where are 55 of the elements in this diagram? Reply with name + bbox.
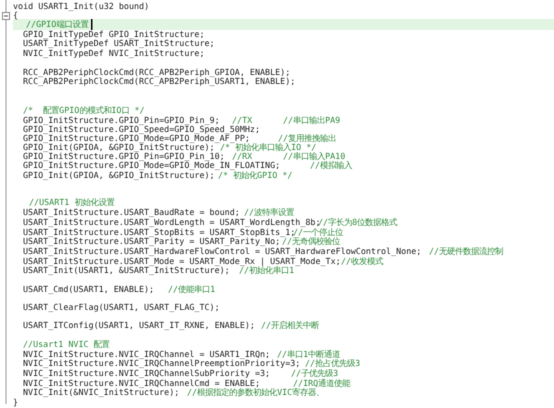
code-comment: //子优先级3 xyxy=(291,368,338,378)
code-comment: /* 初始化串口输入IO */ xyxy=(220,142,316,152)
code-line: USART_Cmd(USART1, ENABLE); xyxy=(23,284,154,294)
code-line: RCC_APB2PeriphClockCmd(RCC_APB2Periph_GPIOA, ENABLE); xyxy=(23,67,290,77)
code-comment: //GPIO端口设置 xyxy=(26,19,88,29)
code-comment: //使能串口1 xyxy=(168,284,216,294)
code-line: USART_ClearFlag(USART1, USART_FLAG_TC); xyxy=(23,302,220,312)
code-line: GPIO_InitStructure.GPIO_Mode=GPIO_Mode_IN_FLOATING; xyxy=(23,160,280,170)
code-line: USART_InitStructure.USART_HardwareFlowControl = USART_HardwareFlowControl_None; xyxy=(23,246,422,256)
code-line: NVIC_InitStructure.NVIC_IRQChannelPreemptionPriority=3; xyxy=(23,358,300,368)
code-comment: //抢占优先级3 xyxy=(305,358,360,368)
code-comment: //IRQ通道使能 xyxy=(293,378,350,388)
code-comment: //收发模式 xyxy=(341,256,384,266)
code-line: USART_InitTypeDef USART_InitStructure; xyxy=(23,38,215,48)
code-line: GPIO_Init(GPIOA, &GPIO_InitStructure); xyxy=(23,170,215,180)
code-line: GPIO_InitStructure.GPIO_Pin=GPIO_Pin_9; xyxy=(23,115,220,125)
code-comment: //无奇偶校验位 xyxy=(282,236,340,246)
code-line: GPIO_InitStructure.GPIO_Mode=GPIO_Mode_AF_PP; xyxy=(23,133,250,143)
code-comment: //波特率设置 xyxy=(244,207,294,217)
code-line: GPIO_InitTypeDef GPIO_InitStructure; xyxy=(23,29,205,39)
code-comment: //串口输出PA9 xyxy=(283,115,340,125)
code-comment: //USART1 初始化设置 xyxy=(29,197,114,207)
code-comment: //一个停止位 xyxy=(293,227,344,237)
code-comment: /* 配置GPIO的模式和IO口 */ xyxy=(23,105,145,115)
code-comment: //串口输入PA10 xyxy=(283,151,346,161)
code-comment: //TX xyxy=(232,115,252,125)
code-line: NVIC_InitStructure.NVIC_IRQChannel = USART1_IRQn; xyxy=(23,349,270,359)
code-line: NVIC_Init(&NVIC_InitStructure); xyxy=(23,387,180,397)
code-line: } xyxy=(13,397,18,407)
code-line: USART_InitStructure.USART_Mode = USART_Mode_Rx | USART_Mode_Tx; xyxy=(23,256,341,266)
code-comment: /* 初始化GPIO */ xyxy=(218,170,292,180)
code-line: GPIO_Init(GPIOA, &GPIO_InitStructure); xyxy=(23,142,215,152)
code-line: USART_InitStructure.USART_Parity = USART_Parity_No; xyxy=(23,236,280,246)
code-line: NVIC_InitStructure.NVIC_IRQChannelSubPriority =3; xyxy=(23,368,270,378)
code-comment: //模拟输入 xyxy=(310,160,352,170)
code-line: GPIO_InitStructure.GPIO_Speed=GPIO_Speed_50MHz; xyxy=(23,124,260,134)
code-line: NVIC_InitStructure.NVIC_IRQChannelCmd = ENABLE; xyxy=(23,378,260,388)
code-line: GPIO_InitStructure.GPIO_Pin=GPIO_Pin_10; xyxy=(23,151,225,161)
code-line: USART_ITConfig(USART1, USART_IT_RXNE, ENABLE); xyxy=(23,320,255,330)
code-line: void USART1_Init(u32 bound) xyxy=(13,1,150,11)
code-line: USART_Init(USART1, &USART_InitStructure); xyxy=(23,265,230,275)
code-line: RCC_APB2PeriphClockCmd(RCC_APB2Periph_USART1, ENABLE); xyxy=(23,76,296,86)
code-comment: //无硬件数据流控制 xyxy=(429,246,504,256)
code-comment: //复用推挽输出 xyxy=(278,133,336,143)
code-comment: //串口1中断通道 xyxy=(277,349,340,359)
code-comment: //初始化串口1 xyxy=(239,265,294,275)
code-line: USART_InitStructure.USART_WordLength = USART_WordLength_8b; xyxy=(23,217,320,227)
code-line: NVIC_InitTypeDef NVIC_InitStructure; xyxy=(23,48,205,58)
code-comment: //开启相关中断 xyxy=(261,320,320,330)
code-comment: //根据指定的参数初始化VIC寄存器、 xyxy=(187,387,324,397)
code-line: { xyxy=(13,10,18,20)
code-line: USART_InitStructure.USART_BaudRate = bound; xyxy=(23,207,240,217)
code-comment: //RX xyxy=(232,151,252,161)
code-comment: //字长为8位数据格式 xyxy=(318,217,398,227)
code-comment: //Usart1 NVIC 配置 xyxy=(23,339,110,349)
